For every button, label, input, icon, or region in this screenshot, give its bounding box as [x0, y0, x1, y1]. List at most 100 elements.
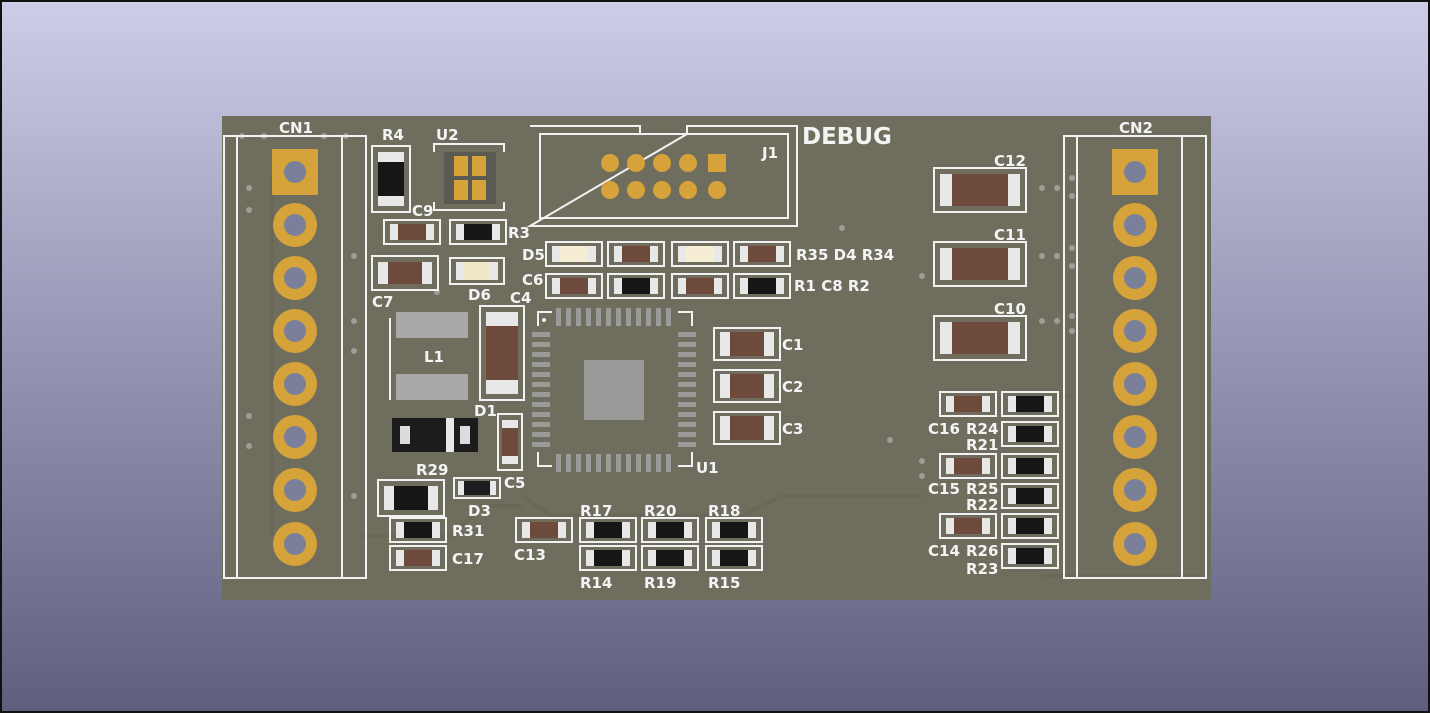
c16-label: C16	[928, 420, 960, 438]
r24-label: R24	[966, 420, 998, 438]
d1-label: D1	[474, 402, 497, 420]
c10-label: C10	[994, 300, 1026, 318]
c13-capacitor[interactable]: C13	[514, 517, 573, 564]
r3-label: R3	[508, 224, 530, 242]
c15-capacitor[interactable]: C15	[928, 453, 997, 498]
c11-label: C11	[994, 226, 1026, 244]
r2-resistor[interactable]	[733, 273, 791, 299]
d1-diode[interactable]: D1	[392, 402, 497, 452]
u2-chip[interactable]: U2	[433, 126, 505, 211]
cn2-label: CN2	[1119, 119, 1153, 137]
r1-resistor[interactable]	[607, 273, 665, 299]
c6-capacitor[interactable]: C6	[522, 271, 603, 299]
u1-chip[interactable]: U1	[532, 308, 719, 477]
cn2-pins	[1113, 203, 1157, 566]
c4-label: C4	[510, 289, 531, 307]
r35-resistor[interactable]	[607, 241, 665, 267]
d6-led[interactable]: D6	[449, 257, 505, 304]
c7-label: C7	[372, 293, 393, 311]
r14-resistor[interactable]: R14	[579, 545, 637, 592]
r26-label: R26	[966, 542, 998, 560]
cn1-connector[interactable]: CN1	[223, 119, 367, 579]
c2-label: C2	[782, 378, 803, 396]
c9-capacitor[interactable]: C9	[383, 202, 441, 245]
r31-resistor[interactable]: R31	[389, 517, 484, 543]
r25-resistor[interactable]: R25	[966, 453, 1059, 498]
r4-resistor[interactable]: R4	[371, 126, 411, 213]
c8-capacitor[interactable]	[671, 273, 729, 299]
d3-label: D3	[468, 502, 491, 520]
c9-label: C9	[412, 202, 433, 220]
r22-label: R22	[966, 496, 998, 514]
c1-capacitor[interactable]: C1	[713, 327, 803, 361]
cn1-label: CN1	[279, 119, 313, 137]
u1-label: U1	[696, 459, 719, 477]
c15-label: C15	[928, 480, 960, 498]
board-title: DEBUG	[802, 124, 892, 150]
r25-label: R25	[966, 480, 998, 498]
c3-label: C3	[782, 420, 803, 438]
r15-label: R15	[708, 574, 740, 592]
r31-label: R31	[452, 522, 484, 540]
r17-label: R17	[580, 502, 612, 520]
r24-resistor[interactable]: R24	[966, 391, 1059, 438]
c10-capacitor[interactable]: C10	[933, 300, 1027, 361]
c3-capacitor[interactable]: C3	[713, 411, 803, 445]
r26-resistor[interactable]: R26	[966, 513, 1059, 560]
c12-label: C12	[994, 152, 1026, 170]
cn2-connector[interactable]: CN2	[1063, 119, 1207, 579]
r3-resistor[interactable]: R3	[449, 219, 530, 245]
r21-label: R21	[966, 436, 998, 454]
j1-label: J1	[761, 144, 778, 162]
c5-label: C5	[504, 474, 525, 492]
r19-label: R19	[644, 574, 676, 592]
j1-header[interactable]: J1	[526, 125, 798, 227]
l1-inductor[interactable]: L1	[389, 312, 468, 400]
c17-label: C17	[452, 550, 484, 568]
r4-label: R4	[382, 126, 404, 144]
c7-capacitor[interactable]: C7	[371, 255, 439, 311]
bottom-row-label: R1 C8 R2	[794, 277, 870, 295]
c11-capacitor[interactable]: C11	[933, 226, 1027, 287]
r21-resistor[interactable]: R21	[966, 421, 1059, 454]
r20-resistor[interactable]: R20	[641, 502, 699, 543]
r23-resistor[interactable]: R23	[966, 543, 1059, 578]
r29-label: R29	[416, 461, 448, 479]
d6-label: D6	[468, 286, 491, 304]
r14-label: R14	[580, 574, 612, 592]
top-row-label: R35 D4 R34	[796, 246, 894, 264]
d5-led[interactable]: D5	[522, 241, 603, 267]
r17-resistor[interactable]: R17	[579, 502, 637, 543]
pcb-board[interactable]: CN1 CN2 D	[222, 116, 1211, 600]
c5-capacitor[interactable]: C5	[497, 413, 525, 492]
c2-capacitor[interactable]: C2	[713, 369, 803, 403]
d5-label: D5	[522, 246, 545, 264]
pcb-render: CN1 CN2 D	[223, 119, 1207, 592]
r18-resistor[interactable]: R18	[705, 502, 763, 543]
l1-label: L1	[424, 348, 444, 366]
c6-label: C6	[522, 271, 543, 289]
cn1-pins	[273, 203, 317, 566]
d3-diode[interactable]: D3	[453, 477, 501, 520]
u2-label: U2	[436, 126, 459, 144]
r15-resistor[interactable]: R15	[705, 545, 763, 592]
c14-label: C14	[928, 542, 960, 560]
c4-capacitor[interactable]: C4	[479, 289, 531, 401]
c12-capacitor[interactable]: C12	[933, 152, 1027, 213]
r23-label: R23	[966, 560, 998, 578]
r20-label: R20	[644, 502, 676, 520]
d4-led[interactable]	[671, 241, 729, 267]
c13-label: C13	[514, 546, 546, 564]
u1-pads	[532, 308, 696, 472]
c17-capacitor[interactable]: C17	[389, 545, 484, 571]
r19-resistor[interactable]: R19	[641, 545, 699, 592]
r18-label: R18	[708, 502, 740, 520]
r34-resistor[interactable]	[733, 241, 791, 267]
c16-capacitor[interactable]: C16	[928, 391, 997, 438]
c14-capacitor[interactable]: C14	[928, 513, 997, 560]
r22-resistor[interactable]: R22	[966, 483, 1059, 514]
j1-pins	[601, 154, 726, 199]
r29-resistor[interactable]: R29	[377, 461, 448, 517]
c1-label: C1	[782, 336, 803, 354]
